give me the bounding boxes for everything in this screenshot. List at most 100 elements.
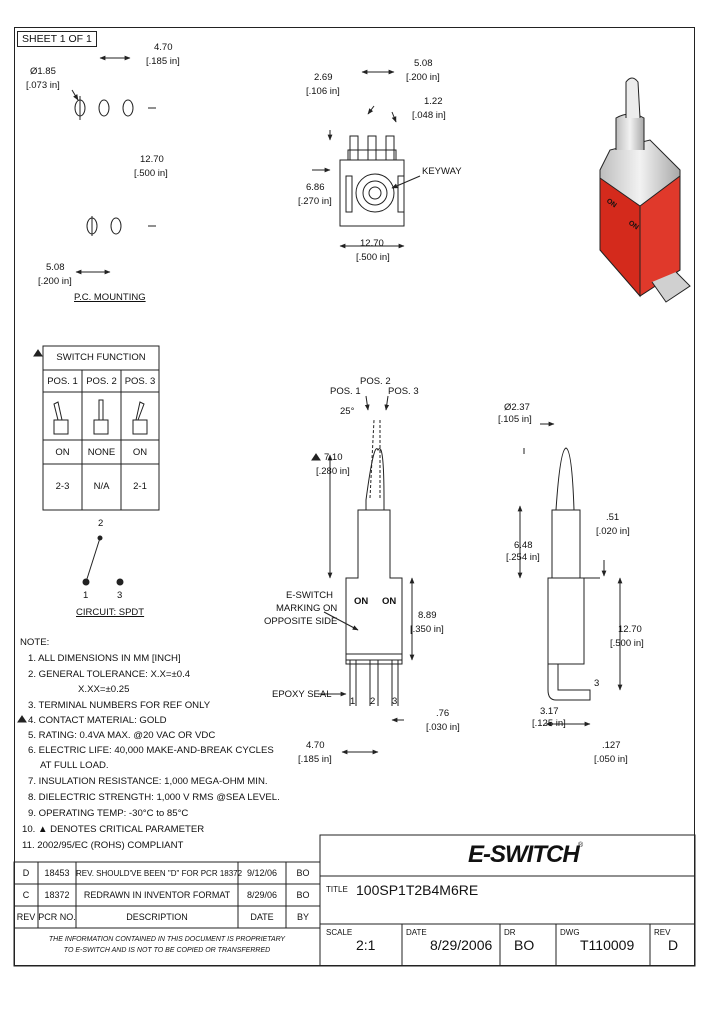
state-pos2: NONE	[87, 447, 116, 458]
logo-registered-mark: ®	[578, 842, 584, 849]
side-view	[517, 421, 623, 727]
bottom-spacing-label: 5.08	[46, 262, 65, 273]
rev-row2-rev: C	[22, 890, 30, 900]
switch-3d-render	[599, 77, 691, 303]
rev-row1-desc: REV. SHOULD'VE BEEN "D" FOR PCR 18372	[76, 869, 243, 878]
dwg-label: DWG	[560, 928, 580, 937]
title-label: TITLE	[326, 885, 348, 894]
term-num-1: 1	[350, 696, 356, 707]
title-block	[319, 834, 696, 967]
top-d1: 2.69	[314, 72, 333, 83]
state-pos1: ON	[55, 447, 70, 458]
body-height: 8.89	[418, 610, 437, 621]
terms-pos1: 2-3	[55, 481, 70, 492]
rev-head-desc: DESCRIPTION	[126, 912, 188, 922]
top-d5-inch: [.500 in]	[356, 252, 390, 263]
body-height-inch: [.350 in]	[410, 624, 444, 635]
rev-row2-pcr: 18372	[44, 890, 70, 900]
rev-value: D	[668, 937, 679, 953]
col-pos3: POS. 3	[124, 376, 156, 387]
scale-value: 2:1	[356, 937, 376, 953]
sheet-label: SHEET 1 OF 1	[17, 31, 97, 47]
rev-label: REV	[654, 928, 671, 937]
revision-table	[13, 861, 321, 967]
ledge-dim-inch: [.020 in]	[596, 526, 630, 537]
bottom-spacing-inch: [.200 in]	[38, 276, 72, 287]
term-width: .76	[436, 708, 450, 719]
note-11: 11. 2002/95/EC (ROHS) COMPLIANT	[22, 840, 184, 851]
top-d2-inch: [.200 in]	[406, 72, 440, 83]
side-body-inch: [.500 in]	[610, 638, 644, 649]
pin-dia-inch: [.073 in]	[26, 80, 60, 91]
note-5: 5. RATING: 0.4VA MAX. @20 VAC OR VDC	[28, 730, 216, 741]
lever-len: 7.10	[324, 452, 343, 463]
pitch-inch: [.185 in]	[146, 56, 180, 67]
critical-markers	[17, 349, 321, 723]
rev-head-date: DATE	[250, 912, 274, 922]
top-d3-inch: [.048 in]	[412, 110, 446, 121]
part-number-title: 100SP1T2B4M6RE	[356, 882, 479, 898]
side-dia: Ø2.37	[504, 402, 530, 413]
proprietary-line-2: TO E-SWITCH AND IS NOT TO BE COPIED OR T…	[63, 947, 271, 954]
rev-head-rev: REV	[16, 912, 36, 922]
rev-row2-by: BO	[296, 890, 310, 900]
term-pitch: 4.70	[306, 740, 325, 751]
foot-dim: 3	[594, 678, 600, 689]
term-width-inch: [.030 in]	[426, 722, 460, 733]
note-10: 10. ▲ DENOTES CRITICAL PARAMETER	[22, 824, 205, 835]
note-8: 8. DIELECTRIC STRENGTH: 1,000 V RMS @SEA…	[28, 792, 280, 803]
terms-pos3: 2-1	[133, 481, 147, 492]
switch-function-table	[42, 345, 160, 511]
drawn-by-label: DR	[504, 928, 516, 937]
company-logo: E-SWITCH	[468, 841, 580, 868]
front-view	[318, 395, 415, 755]
top-d2: 5.08	[414, 58, 433, 69]
dwg-value: T110009	[580, 937, 635, 953]
rev-head-by: BY	[296, 912, 309, 922]
epoxy-label: EPOXY SEAL	[272, 689, 332, 700]
on-right: ON	[382, 596, 397, 607]
proprietary-line-1: THE INFORMATION CONTAINED IN THIS DOCUME…	[48, 936, 286, 943]
rev-row2-date: 8/29/06	[246, 890, 278, 900]
keyway-label: KEYWAY	[422, 166, 462, 177]
date-value: 8/29/2006	[430, 937, 493, 953]
angle-label: 25°	[340, 406, 355, 417]
term-num-3: 3	[392, 696, 398, 707]
marking-line-1: E-SWITCH	[286, 590, 333, 601]
pos1-label: POS. 1	[330, 386, 361, 397]
bend-dim-inch: [.125 in]	[532, 718, 566, 729]
col-pos2: POS. 2	[86, 376, 117, 387]
on-left: ON	[354, 596, 369, 607]
note-6b: AT FULL LOAD.	[40, 760, 109, 771]
note-2: 2. GENERAL TOLERANCE: X.X=±0.4	[28, 669, 191, 680]
rev-head-pcr: PCR NO.	[38, 912, 76, 922]
rev-row1-rev: D	[22, 868, 30, 878]
row-spacing-inch: [.500 in]	[134, 168, 168, 179]
circuit-pin-3: 3	[117, 590, 123, 601]
pin-dia-label: Ø1.85	[30, 66, 56, 77]
terms-pos2: N/A	[93, 481, 110, 492]
pitch-label: 4.70	[154, 42, 173, 53]
drawn-by-value: BO	[514, 937, 535, 953]
date-label: DATE	[406, 928, 427, 937]
top-d5: 12.70	[360, 238, 384, 249]
col-pos1: POS. 1	[47, 376, 78, 387]
side-body: 12.70	[618, 624, 642, 635]
rev-row1-date: 9/12/06	[246, 868, 278, 878]
pos2-label: POS. 2	[360, 376, 391, 387]
tail-dim-inch: [.050 in]	[594, 754, 628, 765]
bushing-len-inch: [.254 in]	[506, 552, 540, 563]
term-num-2: 2	[370, 696, 376, 707]
rev-row1-by: BO	[296, 868, 310, 878]
top-d1-inch: [.106 in]	[306, 86, 340, 97]
bushing-len: 6.48	[514, 540, 533, 551]
tail-dim: .127	[602, 740, 621, 751]
note-7: 7. INSULATION RESISTANCE: 1,000 MEGA-OHM…	[28, 776, 268, 787]
top-d4-inch: [.270 in]	[298, 196, 332, 207]
ledge-dim: .51	[606, 512, 620, 523]
circuit-pin-2: 2	[98, 518, 104, 529]
circuit-caption: CIRCUIT: SPDT	[76, 607, 145, 618]
top-d3: 1.22	[424, 96, 443, 107]
pcb-hole-pattern	[71, 55, 156, 275]
note-6: 6. ELECTRIC LIFE: 40,000 MAKE-AND-BREAK …	[28, 745, 274, 756]
